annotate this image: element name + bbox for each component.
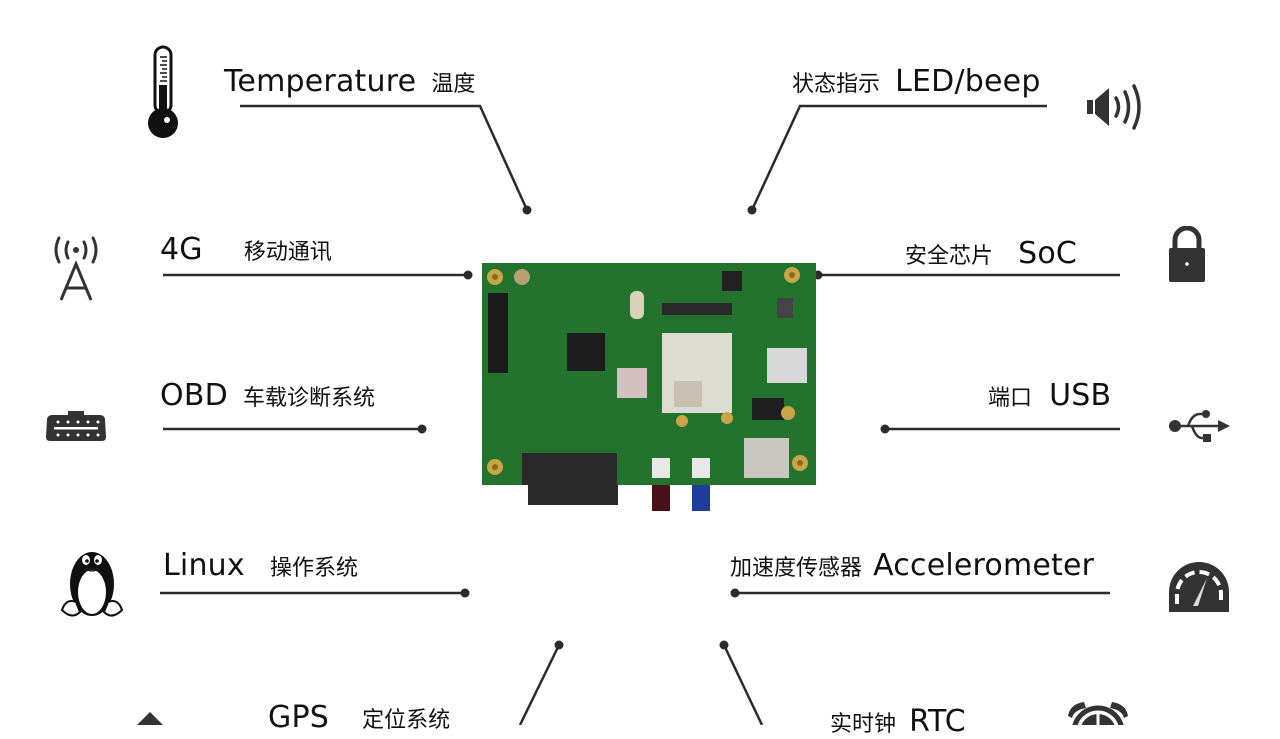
linux-label: Linux 操作系统: [163, 548, 358, 583]
linux-dot: [460, 588, 470, 598]
gps-connector: [518, 644, 561, 725]
accelerometer-label: 加速度传感器 Accelerometer: [730, 548, 1095, 583]
led-connector: [750, 104, 1047, 211]
accelerometer-dot: [730, 588, 740, 598]
fakra-connector-red: [652, 485, 670, 511]
obd-plug-image: [528, 485, 618, 505]
gauge-icon: [1169, 562, 1229, 612]
pcb-board-image: [482, 263, 816, 485]
fourg-dot: [463, 270, 473, 280]
led-dot: [747, 205, 757, 215]
usb-label: 端口 USB: [988, 378, 1112, 413]
usb-dot: [880, 424, 890, 434]
gps-label: GPS 定位系统: [268, 700, 451, 735]
linux-penguin-icon: [60, 552, 124, 617]
usb-icon: [1169, 410, 1230, 442]
led-beep-label: 状态指示 LED/beep: [792, 64, 1041, 99]
temperature-label: Temperature 温度: [224, 64, 476, 99]
temperature-dot: [522, 205, 532, 215]
soc-label: 安全芯片 SoC: [905, 236, 1078, 271]
temperature-connector: [240, 104, 529, 211]
location-icon: [137, 712, 163, 725]
lock-icon: [1169, 226, 1205, 282]
fakra-connector-blue: [692, 485, 710, 511]
speaker-icon: [1087, 84, 1141, 130]
alarm-clock-icon: [1068, 702, 1128, 725]
thermometer-icon: [148, 45, 178, 138]
rtc-connector: [722, 644, 764, 725]
fourg-label: 4G 移动通讯: [160, 232, 332, 267]
obd-connector-icon: [46, 411, 106, 441]
rtc-dot: [719, 640, 729, 650]
rtc-label: 实时钟 RTC: [830, 704, 966, 739]
gps-dot: [554, 640, 564, 650]
obd-dot: [417, 424, 427, 434]
obd-label: OBD 车载诊断系统: [160, 378, 376, 413]
cell-tower-icon: [54, 236, 98, 301]
